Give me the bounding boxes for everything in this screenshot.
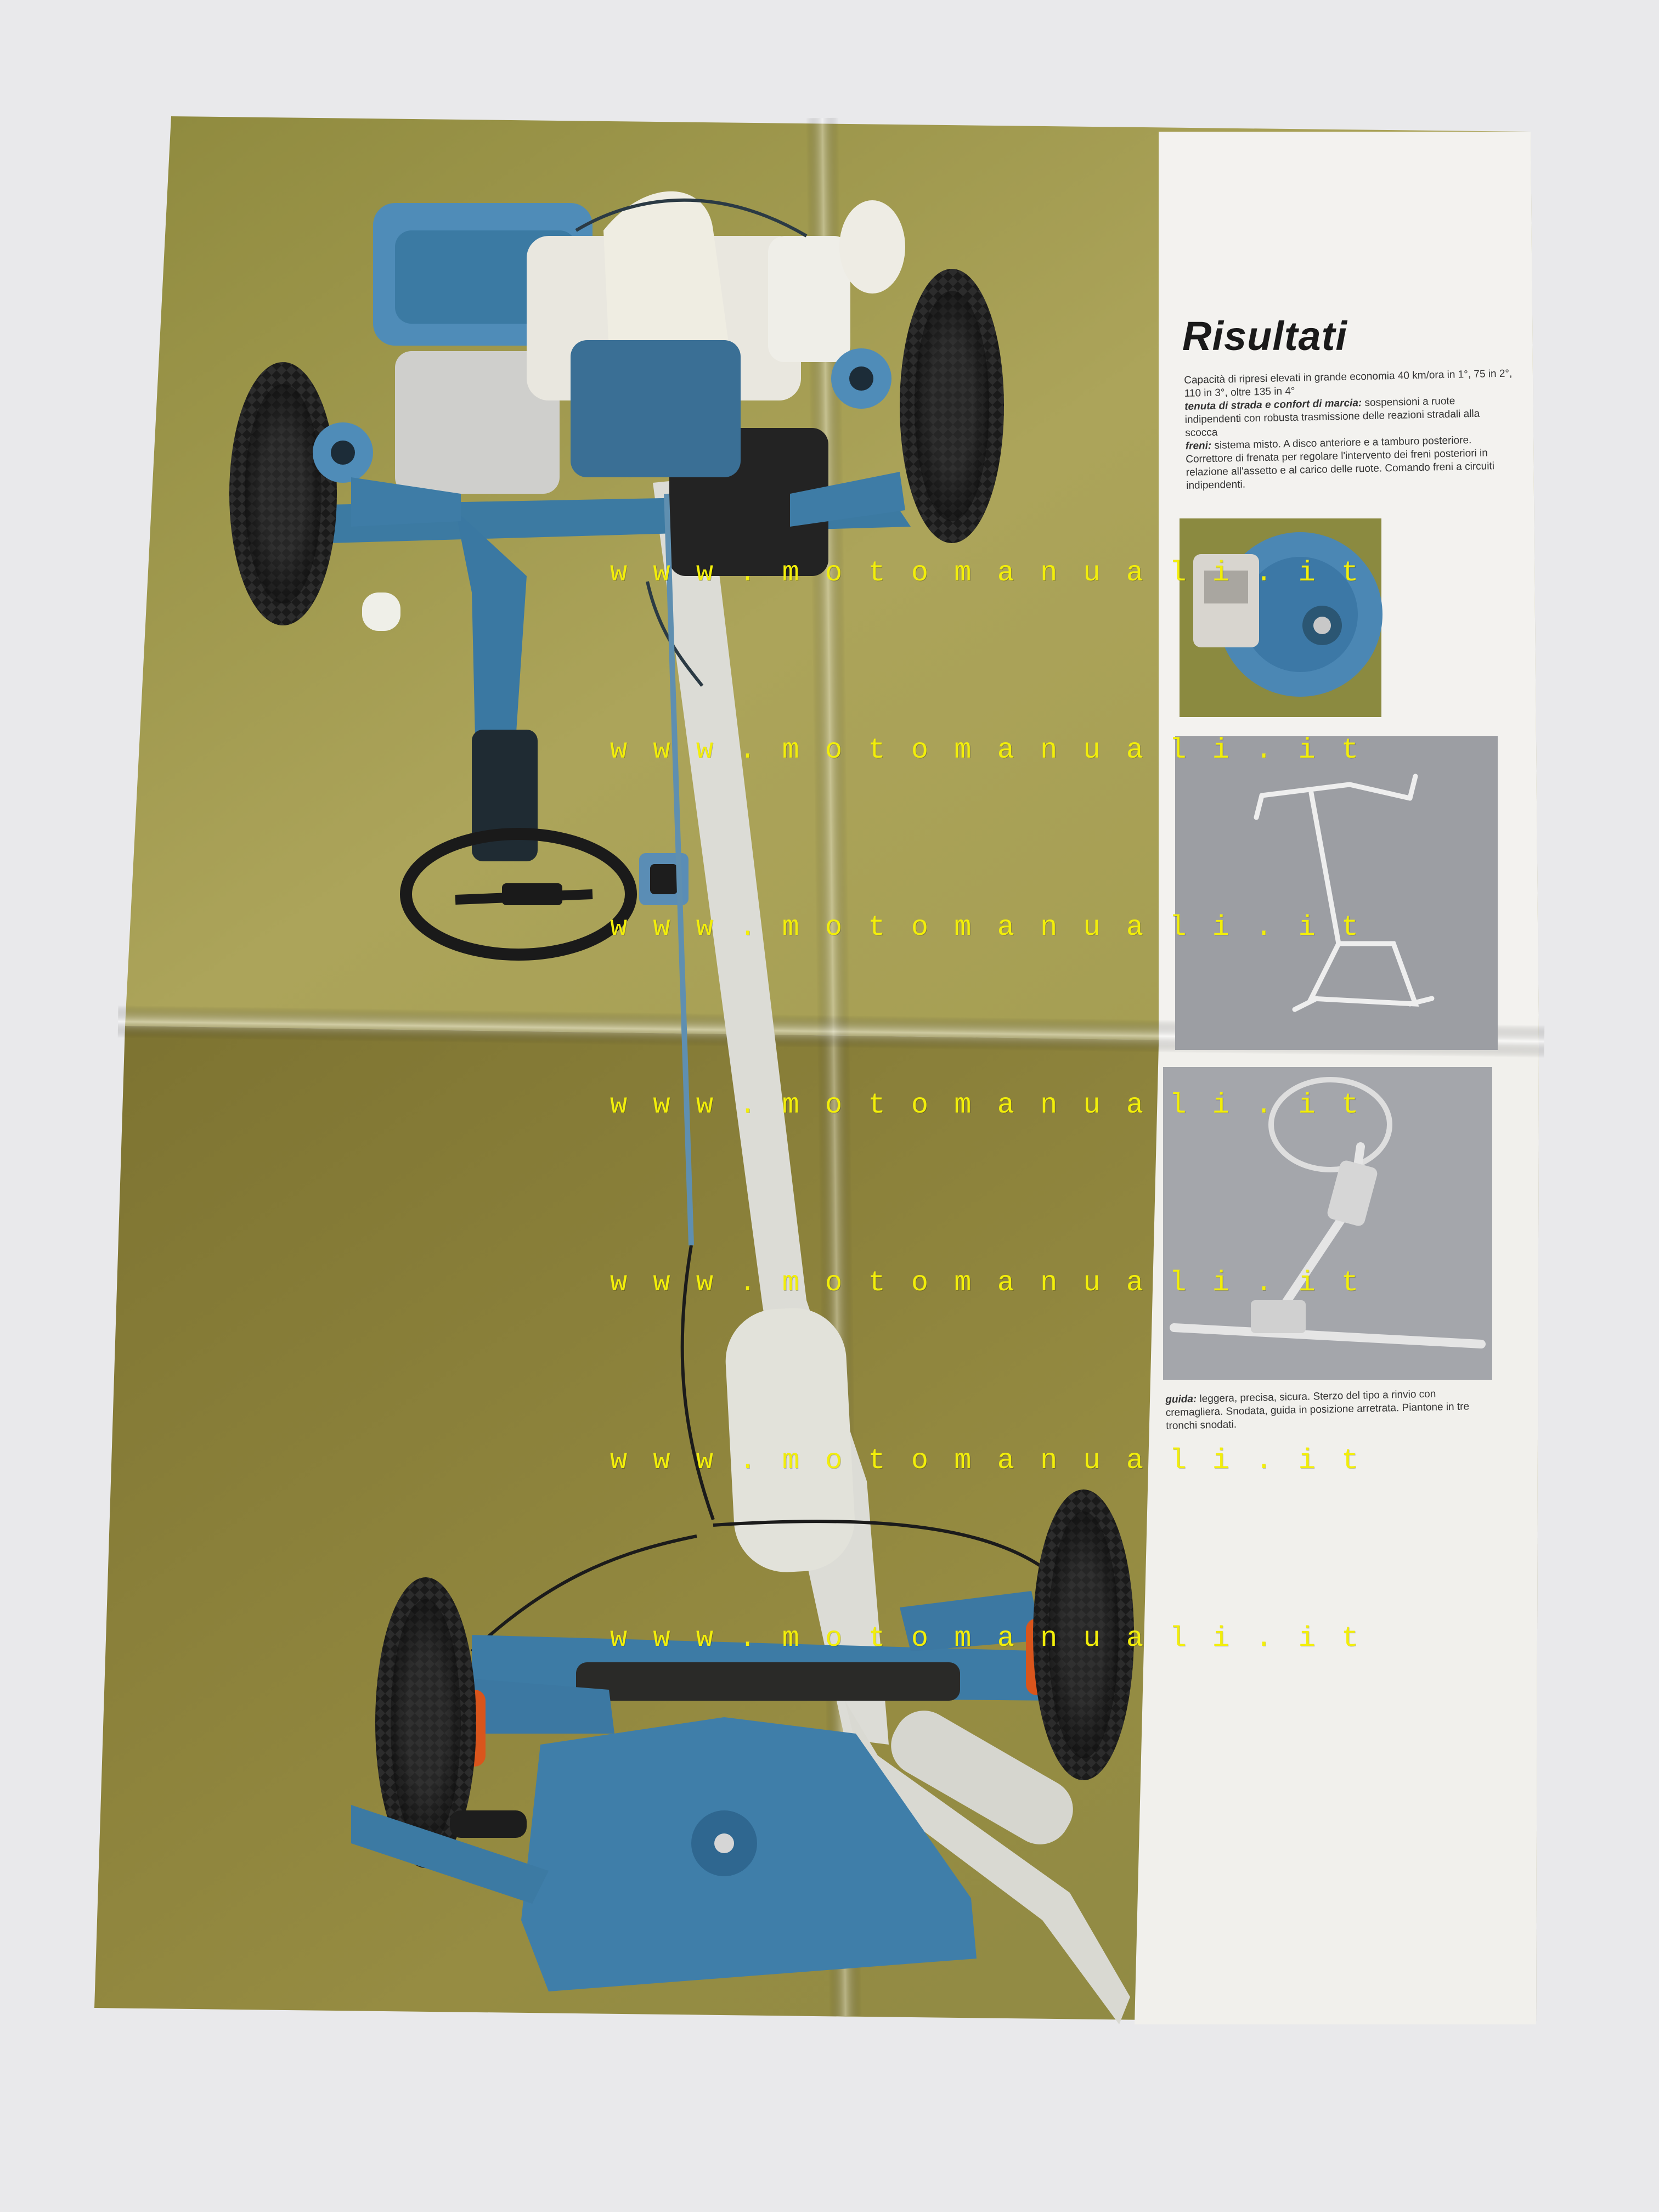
intro-line-2: sistema misto. A disco anteriore e a tam… [1186, 435, 1495, 492]
watermark: w w w . m o t o m a n u a l i . i t [610, 1444, 1363, 1477]
caption-bold: guida: [1165, 1393, 1197, 1406]
intro-paragraph: Capacità di ripresi elevati in grande ec… [1184, 367, 1515, 493]
watermark: w w w . m o t o m a n u a l i . i t [610, 911, 1363, 944]
front-brake-photo [1180, 518, 1383, 717]
watermark: w w w . m o t o m a n u a l i . i t [610, 557, 1363, 589]
watermark: w w w . m o t o m a n u a l i . i t [610, 1622, 1363, 1655]
car-chassis-photo [229, 191, 1134, 2024]
caption-text: leggera, precisa, sicura. Sterzo del tip… [1165, 1388, 1470, 1432]
watermark: w w w . m o t o m a n u a l i . i t [610, 1089, 1363, 1121]
steering-caption: guida: leggera, precisa, sicura. Sterzo … [1165, 1387, 1484, 1433]
intro-line-1-bold: tenuta di strada e confort di marcia: [1184, 397, 1362, 413]
section-title: Risultati [1182, 313, 1347, 359]
steering-diagram [1163, 1067, 1492, 1380]
intro-line-2-bold: freni: [1185, 439, 1212, 452]
suspension-diagram [1175, 736, 1498, 1050]
watermark: w w w . m o t o m a n u a l i . i t [610, 734, 1363, 766]
watermark: w w w . m o t o m a n u a l i . i t [610, 1267, 1363, 1299]
